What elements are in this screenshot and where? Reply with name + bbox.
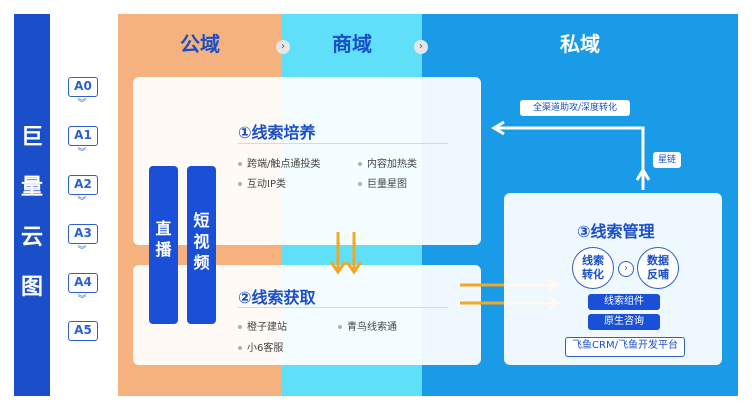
- bullet-icon: [238, 325, 242, 329]
- list-item: 互动IP类: [238, 175, 286, 190]
- short-video-label: 短视频: [193, 211, 210, 272]
- stage-a5: A5: [68, 321, 98, 341]
- stage-a3: A3: [68, 224, 98, 244]
- lead-component-button: 线索组件: [588, 294, 660, 310]
- lead-management-panel: [504, 193, 722, 365]
- omnichannel-label: 全渠道助攻/深度转化: [520, 100, 630, 116]
- stage-a2: A2: [68, 175, 98, 195]
- lead-acquisition-title: ②线索获取: [238, 288, 316, 307]
- native-consult-button: 原生咨询: [588, 314, 660, 330]
- bullet-icon: [358, 182, 362, 186]
- diagram-title-bar: 巨 量 云 图: [14, 14, 50, 396]
- list-item: 橙子建站: [238, 318, 287, 333]
- stage-a4: A4: [68, 273, 98, 293]
- chevron-double-down-icon: ︾: [77, 246, 87, 256]
- list-item: 跨端/触点通投类: [238, 155, 320, 170]
- title-char: 云: [20, 225, 43, 250]
- short-video-block: 短视频: [187, 166, 216, 324]
- list-item: 小6客服: [238, 339, 283, 354]
- divider: [238, 143, 448, 144]
- list-item: 巨量星图: [358, 175, 407, 190]
- private-domain-title: 私域: [560, 32, 600, 56]
- chevron-right-icon: ›: [618, 261, 634, 277]
- crm-platform-box: 飞鱼CRM/飞鱼开发平台: [565, 337, 685, 357]
- bullet-icon: [338, 325, 342, 329]
- list-item: 内容加热类: [358, 155, 417, 170]
- shop-domain-title: 商域: [332, 32, 372, 56]
- stage-a0: A0: [68, 77, 98, 97]
- divider: [238, 307, 448, 308]
- chevron-right-icon: ›: [276, 40, 290, 54]
- bullet-icon: [238, 346, 242, 350]
- arrow-down-icon: [329, 232, 363, 275]
- public-domain-title: 公域: [180, 32, 220, 56]
- stage-a1: A1: [68, 126, 98, 146]
- lead-cultivation-title: ①线索培养: [238, 123, 316, 142]
- title-char: 巨: [20, 125, 43, 150]
- live-stream-block: 直播: [149, 166, 178, 324]
- bullet-icon: [238, 162, 242, 166]
- bullet-icon: [238, 182, 242, 186]
- arrow-up-icon: [491, 120, 651, 190]
- title-char: 图: [20, 275, 43, 300]
- title-char: 量: [20, 175, 43, 200]
- circle-label: 数据: [647, 254, 669, 267]
- bullet-icon: [358, 162, 362, 166]
- chevron-double-down-icon: ︾: [77, 148, 87, 158]
- lead-conversion-circle: 线索 转化: [572, 247, 614, 289]
- chevron-double-down-icon: ︾: [77, 295, 87, 305]
- circle-label: 转化: [582, 268, 604, 281]
- data-feedback-circle: 数据 反哺: [637, 247, 679, 289]
- lead-management-title: ③线索管理: [577, 222, 655, 241]
- chevron-right-icon: ›: [414, 40, 428, 54]
- chevron-double-down-icon: ︾: [77, 197, 87, 207]
- live-stream-label: 直播: [155, 219, 172, 259]
- circle-label: 线索: [582, 254, 604, 267]
- star-link-label: 星链: [653, 152, 681, 168]
- circle-label: 反哺: [647, 268, 669, 281]
- list-item: 青鸟线索通: [338, 318, 397, 333]
- chevron-double-down-icon: ︾: [77, 99, 87, 109]
